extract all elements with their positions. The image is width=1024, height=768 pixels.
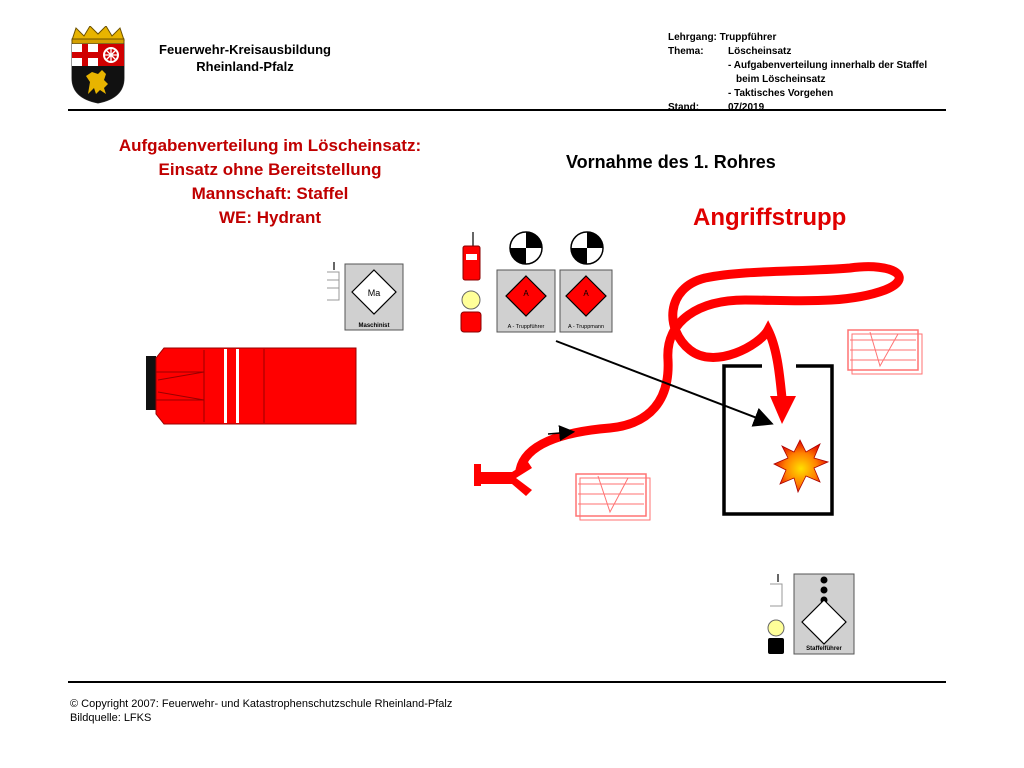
radio-icon [770,574,783,607]
course-meta: Lehrgang: Truppführer Thema: Löscheinsatz… [668,31,968,115]
maschinist-symbol: Ma [368,288,381,298]
helmet-icon [767,619,785,637]
header-divider [68,109,946,111]
org-name-line1: Feuerwehr-Kreisausbildung [159,42,331,57]
slide-title: Aufgabenverteilung im Löscheinsatz: Eins… [70,134,470,230]
meta-topic1b: beim Löscheinsatz [736,74,826,85]
fire-truck-icon [146,347,357,425]
title-line2: Einsatz ohne Bereitstellung [158,160,382,179]
org-name-line2: Rheinland-Pfalz [196,59,294,74]
radio-icon [462,232,481,281]
building-outline [722,364,834,516]
hose-icon [515,262,904,475]
footer-source: Bildquelle: LFKS [70,712,152,724]
hose-package-icon [575,473,651,521]
truppmann-label: A - Truppmann [568,324,604,330]
truppmann-card [559,231,613,333]
meta-thema-value: Löscheinsatz [728,46,792,57]
staffelfuehrer-card [767,573,855,655]
meta-stand-value: 07/2019 [728,102,765,113]
helmet-icon [509,231,543,265]
truppfuehrer-label: A - Truppführer [508,324,545,330]
person-icon [768,638,784,654]
meta-thema-key: Thema: [668,46,704,57]
nozzle-icon [474,462,532,496]
meta-lehrgang-value: Truppführer [719,32,777,43]
meta-topic1: - Aufgabenverteilung innerhalb der Staff… [728,60,928,71]
hose-package-icon [847,329,923,375]
title-line4: WE: Hydrant [219,208,321,227]
subtitle: Vornahme des 1. Rohres [566,152,776,172]
staffelfuehrer-label: Staffelführer [806,646,842,652]
radio-icon [327,262,340,301]
maschinist-label: Maschinist [358,323,389,329]
title-line3: Mannschaft: Staffel [191,184,349,203]
meta-lehrgang-key: Lehrgang: [668,32,717,43]
footer-divider [68,681,946,683]
footer-copyright: © Copyright 2007: Feuerwehr- und Katastr… [70,698,453,710]
coat-of-arms-icon [71,26,125,104]
meta-stand-key: Stand: [668,102,700,113]
truppfuehrer-card [496,231,556,333]
helmet-icon [570,231,604,265]
fire-icon [773,439,830,494]
meta-topic2: - Taktisches Vorgehen [728,88,834,99]
title-line1: Aufgabenverteilung im Löscheinsatz: [118,136,422,155]
truppmann-symbol: A [583,289,589,298]
helmet-icon [461,290,481,310]
maschinist-card [327,262,404,331]
highlight-angriffstrupp: Angriffstrupp [693,204,847,231]
truppfuehrer-symbol: A [523,289,529,298]
person-icon [460,311,482,333]
